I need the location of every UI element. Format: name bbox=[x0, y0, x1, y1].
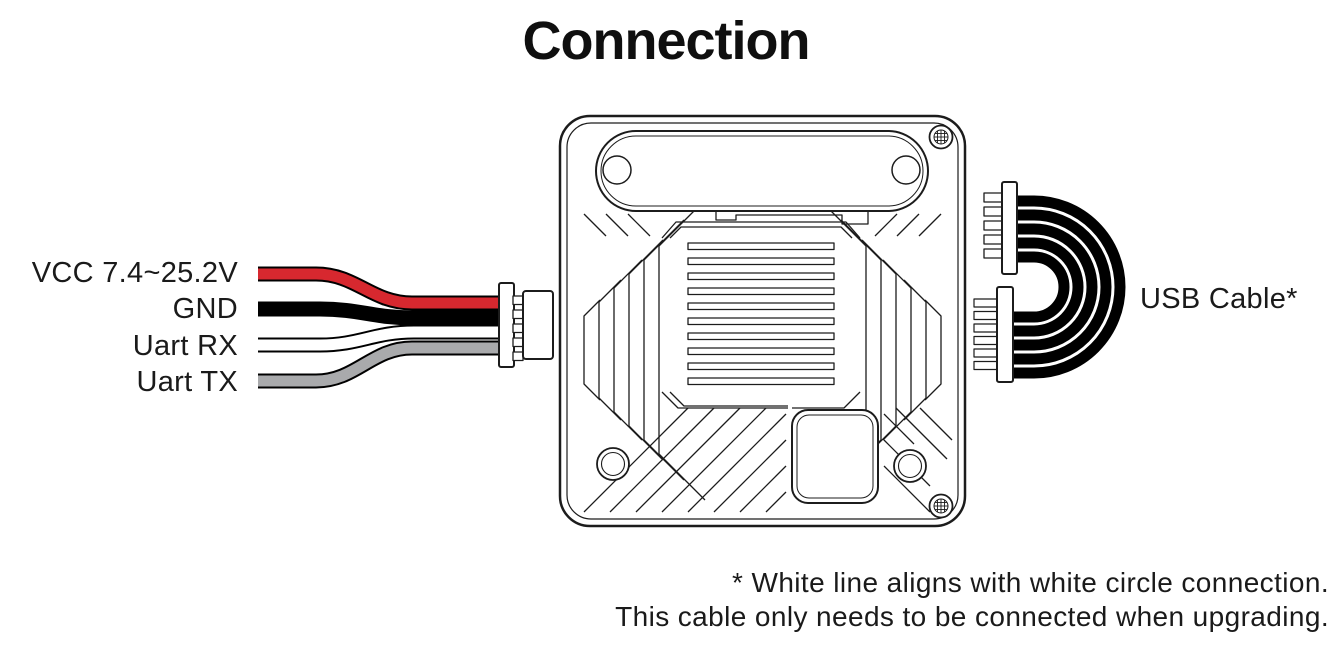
wire-label-uart-rx: Uart RX bbox=[132, 330, 238, 362]
wire-label-uart-tx: Uart TX bbox=[136, 366, 238, 398]
mount-hole-right bbox=[891, 155, 921, 185]
heatsink-fins bbox=[687, 242, 835, 386]
standoff-holes bbox=[596, 447, 927, 483]
component-pad bbox=[791, 409, 879, 504]
footnote-line-1: * White line aligns with white circle co… bbox=[732, 567, 1329, 598]
screw-top-right-icon bbox=[928, 124, 954, 150]
footnote-line-2: This cable only needs to be connected wh… bbox=[615, 601, 1329, 632]
uart-rx-wire bbox=[258, 326, 506, 351]
mount-hole-left bbox=[602, 155, 632, 185]
wire-label-vcc: VCC 7.4~25.2V bbox=[31, 257, 238, 289]
mount-plate bbox=[595, 130, 929, 225]
wire-label-gnd: GND bbox=[172, 293, 238, 325]
uart-tx-wire bbox=[258, 342, 506, 387]
uart-connector bbox=[498, 282, 554, 368]
screw-bottom-right-icon bbox=[928, 493, 954, 519]
heatsink-pattern bbox=[583, 199, 953, 513]
usb-connector-bottom bbox=[973, 286, 1014, 383]
uart-harness bbox=[258, 266, 506, 389]
usb-cable-loop bbox=[1014, 195, 1126, 379]
usb-cable-label: USB Cable* bbox=[1140, 283, 1298, 315]
vcc-wire bbox=[258, 268, 506, 309]
page-title: Connection bbox=[522, 11, 811, 71]
gnd-wire bbox=[258, 303, 506, 324]
module-inner-shell bbox=[566, 122, 959, 520]
mount-plate-tab bbox=[715, 211, 869, 225]
footnote: * White line aligns with white circle co… bbox=[615, 566, 1329, 634]
device-module bbox=[558, 114, 967, 528]
usb-connector-top bbox=[983, 181, 1018, 275]
